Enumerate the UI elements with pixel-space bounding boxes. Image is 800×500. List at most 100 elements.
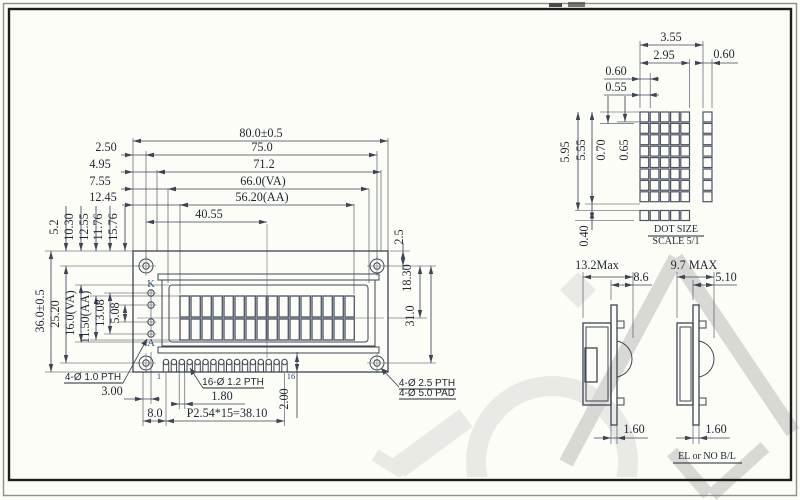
dot-size-detail-grid	[639, 111, 713, 222]
label-front-depth: 8.6	[633, 270, 648, 284]
character-cell-grid	[179, 295, 356, 341]
interface-pin	[257, 358, 264, 366]
interface-pin	[194, 358, 201, 366]
display-window	[168, 284, 369, 343]
interface-pin	[186, 358, 193, 366]
label-depth: 9.7 MAX	[671, 258, 718, 272]
label-pin-off: 2.00	[277, 388, 291, 409]
mounting-holes	[136, 256, 387, 373]
interface-pin	[249, 358, 257, 366]
label-dot-w: 0.55	[605, 80, 626, 94]
sv1-backlight-connector	[584, 347, 598, 383]
label-aa-h: 11.50(AA)	[78, 291, 92, 344]
label-char-h: 5.55	[574, 139, 588, 160]
label-w-71: 71.2	[253, 157, 274, 171]
label-dot-pitch-w: 0.60	[605, 64, 626, 78]
interface-pin	[218, 358, 225, 366]
side-view-el-or-no-backlight	[676, 304, 715, 426]
interface-pin	[226, 358, 233, 366]
front-view	[132, 224, 389, 373]
sv2-pin-tab-bottom	[698, 397, 707, 406]
label-char-pitch-w: 3.55	[660, 30, 681, 44]
interface-pin	[178, 358, 186, 366]
bezel-bottom-strip	[157, 346, 380, 354]
bezel-top-strip	[157, 273, 380, 281]
label-overall-w: 80.0±0.5	[239, 126, 282, 140]
interface-pin	[210, 358, 217, 366]
label-off-80: 8.0	[147, 406, 162, 420]
label-pcb: 1.60	[623, 422, 644, 436]
label-run-1176: 11.76	[91, 214, 105, 241]
label-run-52: 5.2	[47, 219, 61, 234]
label-aa-w: 56.20(AA)	[235, 190, 288, 204]
dimension-lines	[48, 42, 738, 441]
interface-pin	[273, 358, 280, 366]
watermark	[371, 253, 800, 500]
label-cathode: K	[147, 279, 155, 290]
interface-pin	[233, 358, 241, 366]
label-mnt-pad: 4-Ø 5.0 PAD	[399, 388, 455, 399]
interface-pin	[241, 358, 249, 366]
label-pcb: 1.60	[705, 422, 726, 436]
sv1-body-inner	[585, 326, 609, 402]
label-pin-first: 1	[157, 371, 161, 381]
interface-pin	[281, 358, 288, 366]
interface-pins	[162, 358, 288, 372]
label-depth: 13.2Max	[575, 258, 619, 272]
interface-pin	[265, 358, 272, 366]
interface-pin	[202, 358, 209, 366]
interface-pin	[162, 358, 170, 366]
leader-lines	[122, 338, 400, 389]
label-bl-pth: 4-Ø 1.0 PTH	[65, 372, 121, 383]
sv1-pin-tab-bottom	[616, 397, 625, 406]
label-pin-w: 1.80	[211, 389, 232, 403]
labels: 80.0±0.575.0 2.50 71.2 4.95 66.0(VA) 7.55 56.2…	[33, 30, 737, 462]
label-off-1245: 12.45	[89, 190, 116, 204]
label-title: DOT SIZE	[654, 224, 698, 235]
label-overall-h: 36.0±0.5	[33, 289, 47, 332]
inner-border	[7, 7, 793, 482]
sv2-cob-bulge	[698, 340, 715, 378]
label-pin-pitch: P2.54*15=38.10	[187, 406, 268, 420]
side-view-backlight	[582, 304, 633, 426]
label-dot-h: 0.65	[617, 139, 631, 160]
module-outline	[132, 250, 389, 373]
bezel-frame	[161, 279, 376, 347]
label-caption: EL or NO B/L	[678, 451, 736, 462]
label-anode: A	[147, 338, 155, 349]
sv2-pcb	[692, 304, 700, 426]
label-off-250: 2.50	[95, 140, 116, 154]
label-run-1576: 15.76	[106, 213, 120, 240]
label-run-1030: 10.30	[62, 213, 76, 240]
label-gap-w: 0.60	[713, 47, 734, 61]
label-dot-pitch-h: 0.70	[594, 139, 608, 160]
label-bl-pitch: 5.08	[108, 302, 122, 323]
extension-lines	[45, 41, 715, 444]
sv2-pin-tab-top	[698, 320, 707, 329]
label-w-40: 40.55	[195, 207, 222, 221]
label-mnt-pth: 4-Ø 2.5 PTH	[399, 378, 455, 389]
label-va-h: 16.0(VA)	[63, 290, 77, 335]
label-off-495: 4.95	[89, 157, 110, 171]
cropped-text-marks	[549, 2, 585, 7]
label-off-755: 7.55	[89, 174, 110, 188]
backlight-pins	[146, 289, 157, 338]
label-char-pitch-h: 5.95	[558, 141, 572, 162]
label-front-depth: 5.10	[715, 270, 736, 284]
label-scale: SCALE 5/1	[653, 236, 700, 247]
label-bl-span: 13.08	[93, 299, 107, 326]
label-gap-h: 0.40	[577, 225, 591, 246]
label-underlines	[64, 235, 742, 464]
interface-pin	[170, 358, 178, 366]
label-h-1830: 18.30	[400, 264, 414, 291]
label-va-w: 66.0(VA)	[240, 174, 285, 188]
label-pin-pth: 16-Ø 1.2 PTH	[202, 377, 264, 388]
sv2-body-inner	[679, 326, 692, 402]
label-char-w: 2.95	[653, 48, 674, 62]
label-pin-last: 16	[287, 371, 296, 381]
label-mount-w: 75.0	[251, 140, 272, 154]
label-mount-h: 25.20	[48, 300, 62, 327]
